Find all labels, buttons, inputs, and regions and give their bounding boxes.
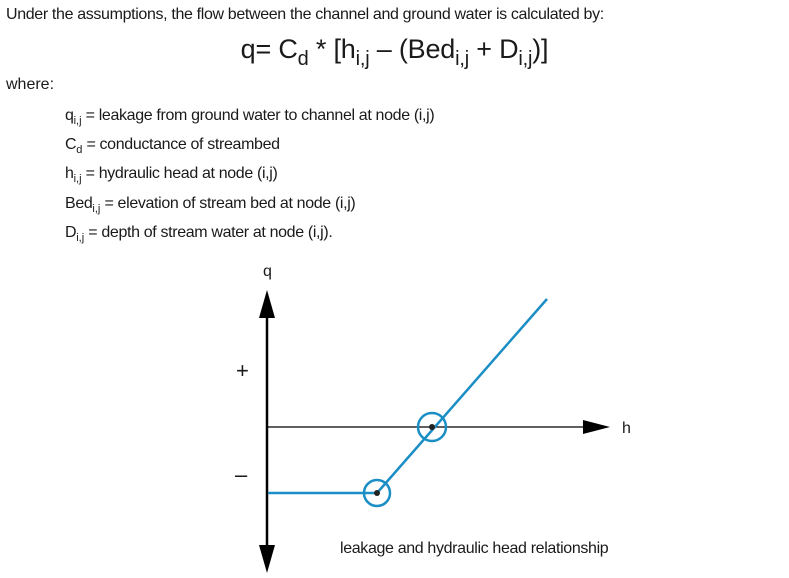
q-axis-down-arrow [259,545,275,573]
definition-text: = leakage from ground water to channel a… [81,107,435,124]
equation-depth-subscript: i,j [518,48,533,70]
minus-sign: – [235,462,248,487]
definition-cd: Cd = conductance of streambed [65,136,280,156]
h-axis-arrow [583,420,610,434]
zero-crossing-marker [416,411,448,443]
leakage-curve [268,298,548,495]
definition-text: = hydraulic head at node (i,j) [81,165,278,182]
equation-head-term: * [h [308,34,356,64]
definition-symbol: h [65,165,74,182]
equation-lhs: q= C [240,34,298,64]
definition-symbol: D [65,224,77,241]
definition-text: = conductance of streambed [82,136,280,153]
zero-crossing-dot [429,424,435,430]
intro-text: Under the assumptions, the flow between … [6,6,604,23]
where-label: where: [6,76,55,93]
equation-depth-term: + D [468,34,519,64]
q-axis-label: q [263,263,272,280]
definition-q: qi,j = leakage from ground water to chan… [65,107,435,127]
definition-text: = elevation of stream bed at node (i,j) [100,195,356,212]
h-axis-label: h [622,420,631,437]
definition-subscript: i,j [92,203,101,215]
definition-subscript: i,j [73,115,82,127]
q-axis-up-arrow [259,290,275,318]
definition-h: hi,j = hydraulic head at node (i,j) [65,165,278,185]
definition-d: Di,j = depth of stream water at node (i,… [65,224,333,244]
equation-close: )] [532,34,549,64]
definition-symbol: Bed [65,195,93,212]
equation-head-subscript: i,j [355,48,370,70]
definition-symbol: C [65,136,77,153]
bend-point-dot [374,490,380,496]
equation-bed-term: – (Bed [369,34,456,64]
equation-cd-subscript: d [297,48,309,70]
definition-subscript: i,j [73,173,82,185]
graph-caption: leakage and hydraulic head relationship [340,540,609,557]
definition-subscript: d [76,144,83,156]
definition-symbol: q [65,107,74,124]
definition-text: = depth of stream water at node (i,j). [84,224,333,241]
plus-sign: + [236,358,249,383]
definition-bed: Bedi,j = elevation of stream bed at node… [65,195,356,215]
bend-point-marker [362,478,392,508]
leakage-equation: q= Cd * [hi,j – (Bedi,j + Di,j)] [0,34,789,69]
equation-bed-subscript: i,j [455,48,469,70]
definition-subscript: i,j [76,232,85,244]
